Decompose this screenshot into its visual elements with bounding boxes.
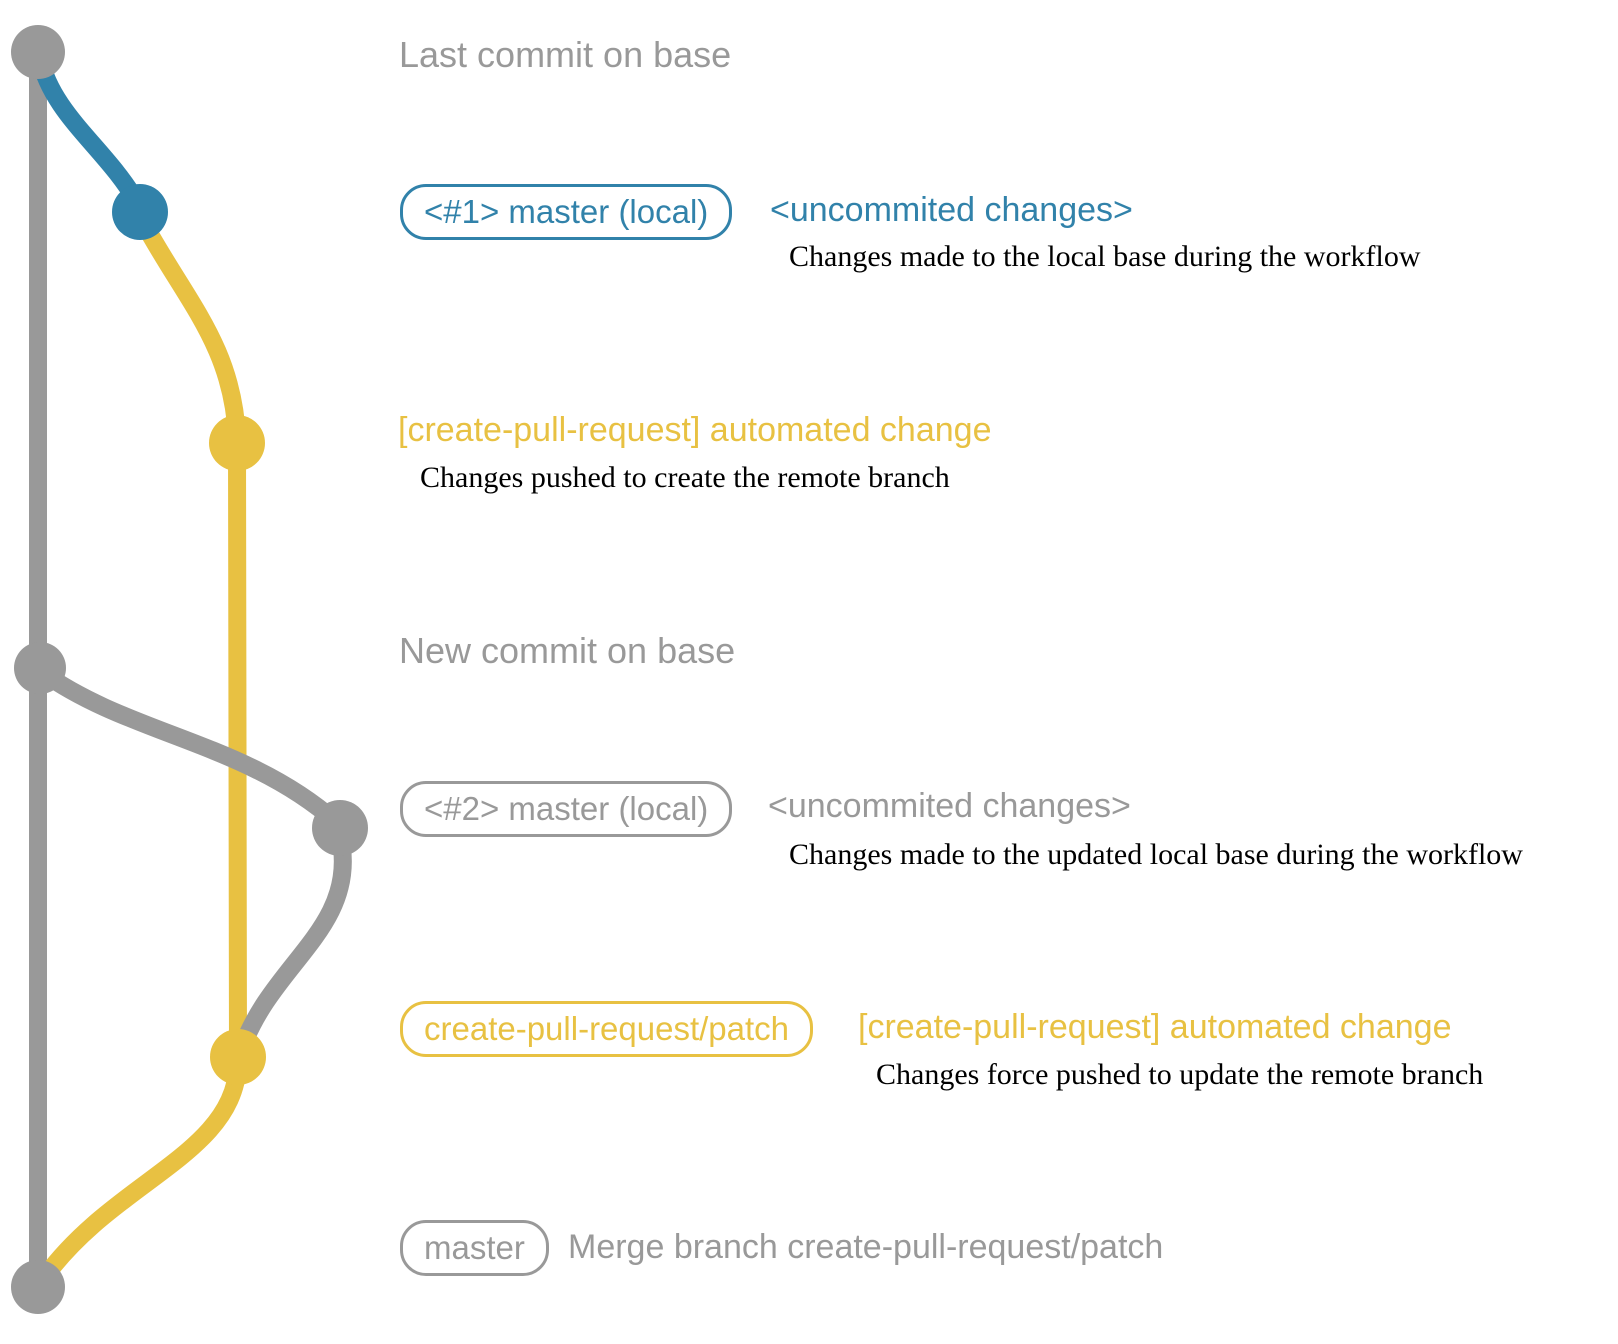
commit-message-automated-change-2: [create-pull-request] automated change <box>858 1008 1452 1046</box>
commit-last-base <box>11 25 65 79</box>
commit-message-automated-change-1: [create-pull-request] automated change <box>398 411 992 449</box>
description-local-base-changes-2: Changes made to the updated local base d… <box>789 838 1523 871</box>
description-force-pushed-update-remote-branch: Changes force pushed to update the remot… <box>876 1058 1484 1091</box>
local-branch-curve-2 <box>233 839 352 1057</box>
commit-local-1 <box>112 184 168 240</box>
commit-local-2 <box>312 800 368 856</box>
commit-message-merge-branch: Merge branch create-pull-request/patch <box>568 1228 1164 1266</box>
annotation-last-commit-on-base: Last commit on base <box>399 34 732 75</box>
patch-branch-curve-1 <box>133 211 246 447</box>
commit-message-uncommited-changes-2: <uncommited changes> <box>768 787 1131 825</box>
patch-merge-curve <box>35 1055 247 1287</box>
description-pushed-create-remote-branch: Changes pushed to create the remote bran… <box>420 461 950 494</box>
branch-badge-master: master <box>400 1220 549 1276</box>
commit-message-uncommited-changes-1: <uncommited changes> <box>770 191 1133 229</box>
description-local-base-changes-1: Changes made to the local base during th… <box>789 240 1421 273</box>
commit-patch-1 <box>209 415 265 471</box>
base-advance-curve <box>33 663 345 831</box>
commit-graph <box>11 25 368 1314</box>
patch-trunk-line <box>228 434 247 1066</box>
annotation-new-commit-on-base: New commit on base <box>399 630 736 671</box>
commit-new-base <box>14 642 66 694</box>
branch-badge-master-local-2: <#2> master (local) <box>400 781 733 837</box>
commit-patch-2 <box>210 1029 266 1085</box>
commit-merge <box>11 1260 65 1314</box>
branch-badge-master-local-1: <#1> master (local) <box>400 184 733 240</box>
branch-badge-create-pull-request-patch: create-pull-request/patch <box>400 1001 814 1057</box>
local-branch-curve-1 <box>31 49 147 213</box>
